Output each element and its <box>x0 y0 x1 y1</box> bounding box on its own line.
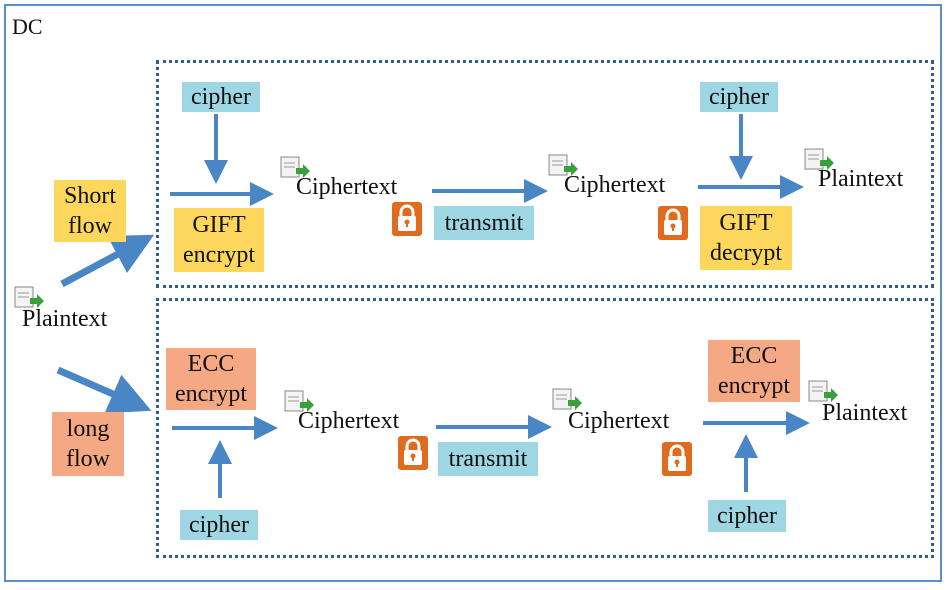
document-arrow-icon <box>14 286 44 308</box>
start-plaintext: Plaintext <box>22 306 108 332</box>
long-flow-panel <box>156 298 934 558</box>
long-ciphertext-2: Ciphertext <box>568 408 670 434</box>
short-ciphertext-1: Ciphertext <box>296 174 398 200</box>
ecc-decrypt-box: ECC encrypt <box>708 340 800 402</box>
long-transmit: transmit <box>438 442 538 476</box>
lock-icon <box>398 436 428 470</box>
short-ciphertext-2: Ciphertext <box>564 172 666 198</box>
document-arrow-icon <box>284 390 314 412</box>
document-arrow-icon <box>808 380 838 402</box>
long-plaintext-out: Plaintext <box>822 400 908 426</box>
lock-icon <box>658 206 688 240</box>
lock-icon <box>392 202 422 236</box>
long-cipher-in: cipher <box>180 510 258 540</box>
short-flow-panel <box>156 60 934 288</box>
document-arrow-icon <box>548 154 578 176</box>
short-cipher-in: cipher <box>182 82 260 112</box>
long-ciphertext-1: Ciphertext <box>298 408 400 434</box>
gift-encrypt-box: GIFT encrypt <box>174 208 264 272</box>
gift-decrypt-box: GIFT decrypt <box>700 206 792 270</box>
document-arrow-icon <box>552 388 582 410</box>
arrow-to-long-flow <box>56 366 152 414</box>
lock-icon <box>662 442 692 476</box>
document-arrow-icon <box>804 148 834 170</box>
outer-frame <box>4 4 942 582</box>
document-arrow-icon <box>280 156 310 178</box>
short-flow-label: Short flow <box>54 180 126 242</box>
short-plaintext-out: Plaintext <box>818 166 904 192</box>
diagram-title: DC <box>12 14 43 39</box>
long-flow-label: long flow <box>52 412 124 476</box>
arrow-to-short-flow <box>60 234 155 288</box>
long-cipher-out: cipher <box>708 500 786 532</box>
short-cipher-out: cipher <box>700 82 778 112</box>
short-transmit: transmit <box>434 206 534 240</box>
ecc-encrypt-box: ECC encrypt <box>166 348 256 410</box>
